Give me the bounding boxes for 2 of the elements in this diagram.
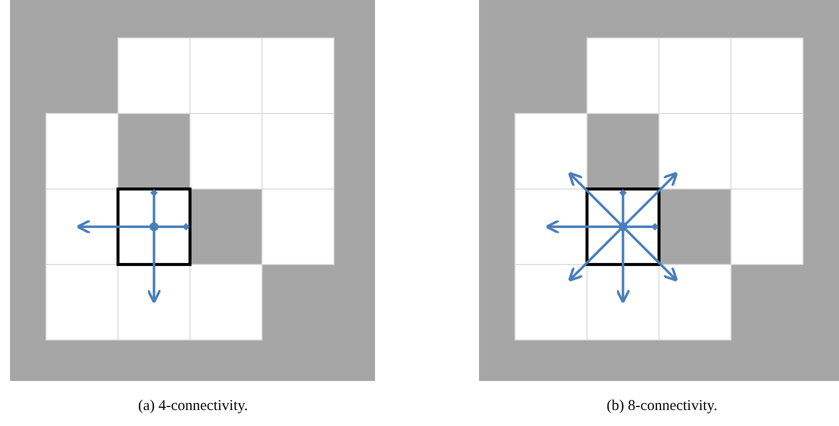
caption: (b) 8-connectivity. bbox=[606, 398, 718, 415]
caption: (a) 4-connectivity. bbox=[137, 398, 249, 415]
